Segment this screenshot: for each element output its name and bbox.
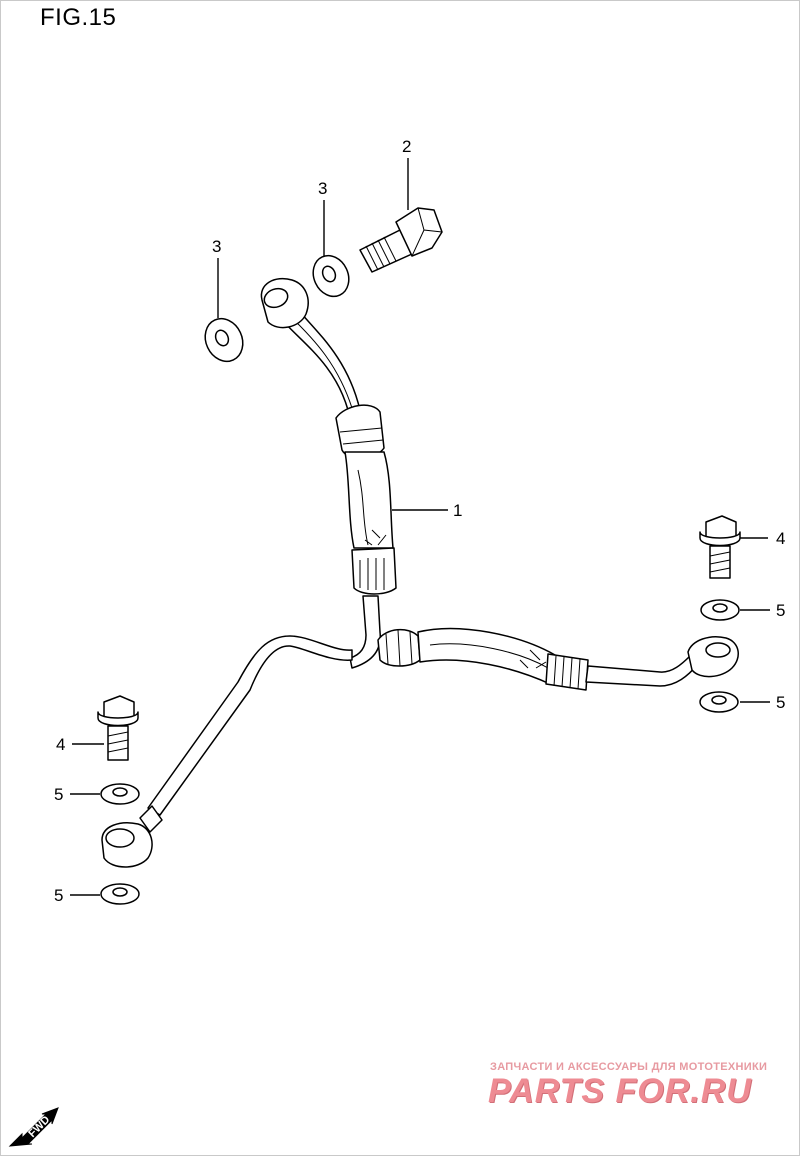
callout-1: 1 [453,501,462,520]
bolt-4-left [97,695,139,761]
watermark-tagline: ЗАПЧАСТИ И АКСЕССУАРЫ ДЛЯ МОТОТЕХНИКИ [490,1061,768,1073]
callout-5-left-lower: 5 [54,886,63,905]
banjo-bolt [359,207,443,273]
callout-4-right: 4 [776,529,785,548]
watermark-brand: PARTS FOR.RU [488,1072,752,1110]
washer-5-left-upper [100,783,140,805]
callout-5-right-lower: 5 [776,693,785,712]
brake-hose-assembly [101,278,739,868]
callout-4-left: 4 [56,735,65,754]
figure-title: FIG.15 [40,4,117,31]
hose-junction [377,628,421,667]
washer-5-left-lower [100,883,140,905]
washer-5-right-upper [700,599,740,621]
forward-arrow-icon: FWD [8,1107,59,1147]
bolt-4-right [699,515,741,579]
callout-5-right-upper: 5 [776,601,785,620]
washer-3-right [312,254,350,298]
upper-banjo-fitting [260,278,309,329]
callout-3-right: 3 [318,179,327,198]
left-banjo-fitting [101,822,153,868]
callout-2: 2 [402,137,411,156]
callout-3-left: 3 [212,237,221,256]
right-banjo-fitting [687,636,739,678]
washer-5-right-lower [699,691,739,713]
leader-lines [70,158,770,896]
callout-5-left-upper: 5 [54,785,63,804]
washer-3-left [204,317,244,363]
